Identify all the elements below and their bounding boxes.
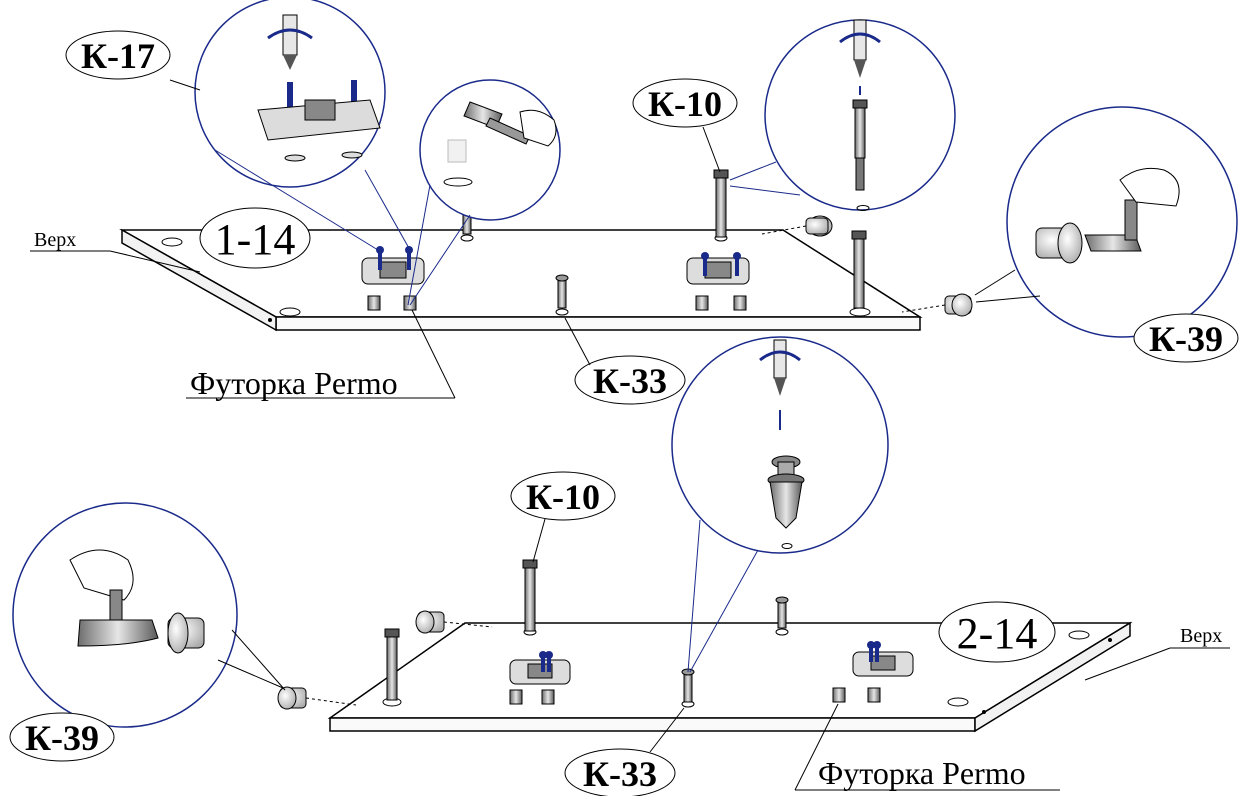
top-panel-front-edge (275, 316, 921, 331)
bottom-part-number-label: 2-14 (938, 601, 1056, 663)
bottom-panel-front-edge (329, 717, 976, 732)
svg-text:К-17: К-17 (81, 36, 155, 76)
top-panel (30, 169, 973, 399)
top-confirmat-screws (713, 169, 867, 309)
top-callout-plug (974, 106, 1238, 338)
top-callout-label-plug: К-39 (1133, 313, 1239, 363)
bottom-inserts (509, 687, 881, 705)
top-callout-label-hinge: К-17 (65, 30, 171, 80)
top-callout-label-cam: К-33 (574, 355, 686, 405)
bottom-part-number: 2-14 (957, 609, 1038, 658)
top-callout-confirmat (729, 19, 956, 211)
svg-text:К-10: К-10 (526, 477, 600, 517)
bottom-plugs (277, 610, 493, 710)
top-callout-hammer (407, 79, 561, 306)
bottom-fitting-label: Футорка Permo (818, 755, 1026, 791)
bottom-side-label: Верх (1180, 625, 1222, 647)
top-callout-hinge (169, 0, 411, 251)
top-part-number-label: 1-14 (199, 207, 311, 269)
bottom-panel (277, 559, 1230, 791)
top-plugs (761, 215, 973, 317)
top-side-label: Верх (34, 229, 76, 251)
svg-text:К-10: К-10 (648, 84, 722, 124)
top-part-number: 1-14 (215, 215, 296, 264)
bottom-panel-side-edge (974, 621, 1131, 733)
bottom-callout-label-plug: К-39 (9, 712, 115, 762)
top-inserts (367, 295, 747, 311)
bottom-callout-label-confirmat: К-10 (510, 471, 616, 521)
top-panel-side-edge (121, 228, 277, 332)
top-fitting-label: Футорка Permo (190, 365, 398, 401)
svg-text:К-39: К-39 (25, 718, 99, 758)
bottom-callout-cam (671, 336, 889, 673)
top-hinge-plate-right (686, 252, 750, 285)
svg-text:К-33: К-33 (593, 361, 667, 401)
bottom-hinge-plate-left (509, 651, 571, 685)
top-hinge-plate-left (361, 246, 425, 285)
bottom-confirmat-screws (384, 559, 538, 701)
bottom-callout-plug (12, 502, 286, 728)
svg-text:К-33: К-33 (583, 754, 657, 794)
bottom-callout-label-cam: К-33 (564, 748, 676, 796)
svg-text:К-39: К-39 (1149, 319, 1223, 359)
top-callout-label-confirmat: К-10 (632, 78, 738, 128)
bottom-hinge-plate-right (852, 641, 914, 677)
